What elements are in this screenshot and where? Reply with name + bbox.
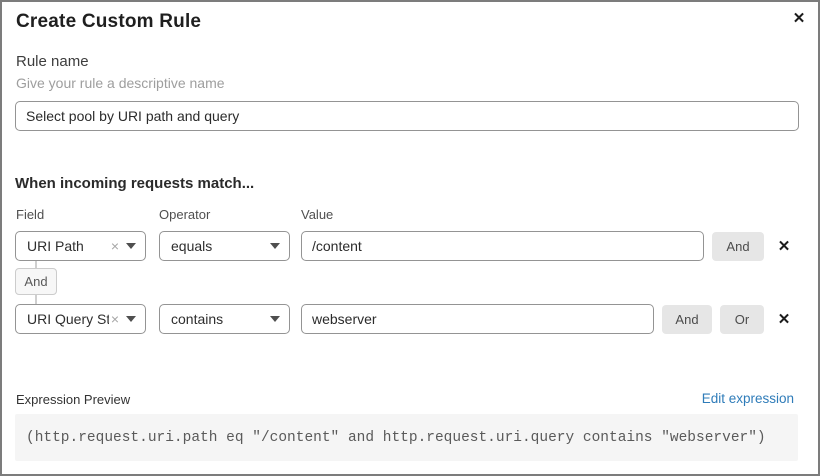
edit-expression-link[interactable]: Edit expression [701,391,794,406]
operator-select-row1-value: equals [171,238,213,254]
rule-name-label: Rule name [16,53,89,70]
operator-column-label: Operator [159,207,211,222]
value-input-row2[interactable] [301,304,654,334]
chevron-down-icon [270,243,280,249]
rule-name-helper-text: Give your rule a descriptive name [16,75,225,91]
value-input-row1[interactable] [301,231,704,261]
operator-select-row2-value: contains [171,311,224,327]
and-button-row2[interactable]: And [662,305,712,334]
operator-select-row2[interactable]: contains [159,304,290,334]
connector-line-top [35,261,37,268]
expression-preview-label: Expression Preview [16,392,131,407]
chevron-down-icon [126,316,136,322]
modal-title: Create Custom Rule [16,11,202,32]
expression-code-block: (http.request.uri.path eq "/content" and… [15,414,798,461]
chevron-down-icon [270,316,280,322]
connector-line-bottom [35,295,37,304]
field-select-row1[interactable]: URI Path × [15,231,146,261]
remove-row1-icon[interactable]: ✕ [777,238,791,255]
chevron-down-icon [126,243,136,249]
clear-field-icon[interactable]: × [110,311,119,327]
matcher-heading: When incoming requests match... [15,175,255,192]
field-select-row2-value: URI Query St... [27,311,109,327]
or-button-row2[interactable]: Or [720,305,764,334]
operator-select-row1[interactable]: equals [159,231,290,261]
connector-and-chip: And [15,268,57,295]
clear-field-icon[interactable]: × [110,238,119,254]
value-column-label: Value [301,207,334,222]
rule-name-input[interactable] [15,101,799,131]
remove-row2-icon[interactable]: ✕ [777,311,791,328]
expression-code-text: (http.request.uri.path eq "/content" and… [26,429,766,446]
close-icon[interactable]: ✕ [792,10,806,27]
field-column-label: Field [16,207,45,222]
and-button-row1[interactable]: And [712,232,764,261]
field-select-row2[interactable]: URI Query St... × [15,304,146,334]
field-select-row1-value: URI Path [27,238,84,254]
